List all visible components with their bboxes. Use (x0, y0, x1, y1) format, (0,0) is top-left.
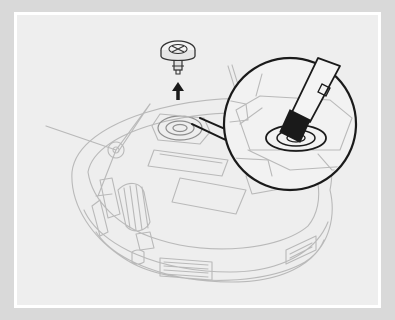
side-brush (46, 104, 150, 196)
removal-arrow (172, 82, 184, 100)
detail-magnifier-callout (224, 58, 356, 190)
swivel-wheel-assembly (161, 41, 195, 74)
